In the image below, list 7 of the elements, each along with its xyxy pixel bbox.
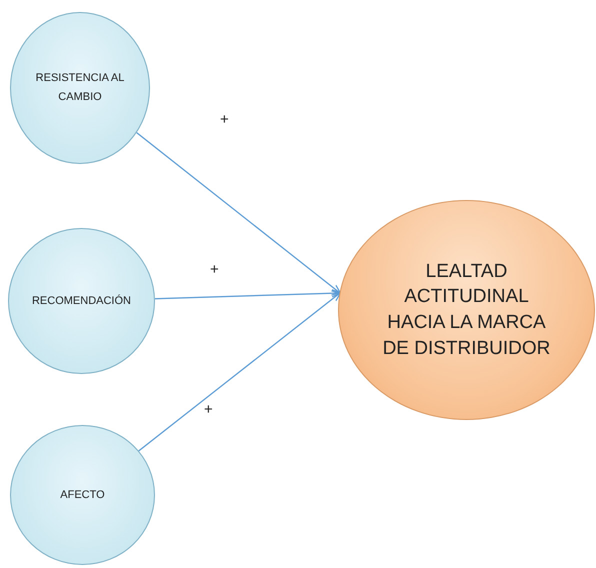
- node-label: RESISTENCIA AL CAMBIO: [34, 71, 126, 105]
- node-label: LEALTAD ACTITUDINAL HACIA LA MARCA DE DISTRIBUIDOR: [382, 260, 552, 361]
- node-label: AFECTO: [59, 488, 106, 503]
- arrow: [154, 289, 342, 300]
- arrow: [136, 132, 342, 294]
- arrow: [138, 292, 342, 452]
- node-label: RECOMENDACIÓN: [30, 294, 132, 309]
